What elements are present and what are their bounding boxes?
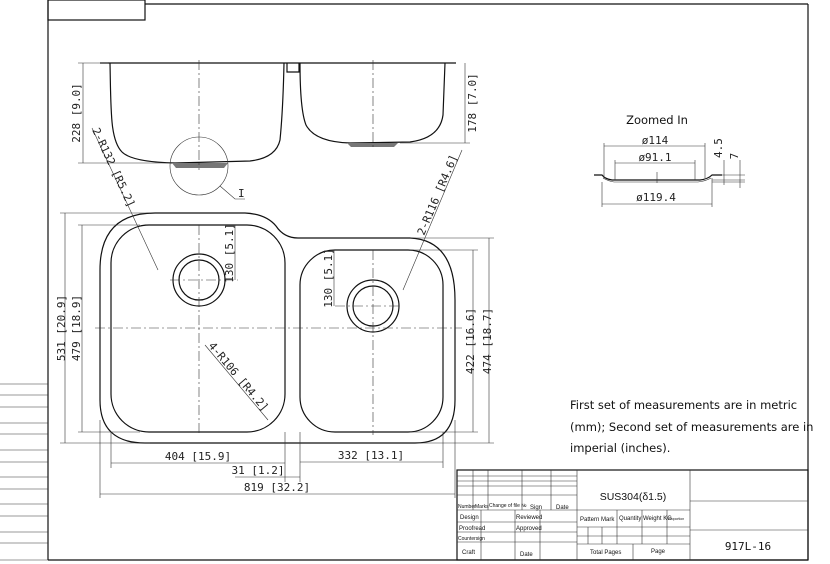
detail-h-small: 4.5 — [712, 138, 725, 158]
detail-h-total: 7 — [728, 153, 741, 160]
tb-marks: Marks — [475, 504, 489, 510]
tb-design: Design — [460, 515, 479, 521]
drawing-frame — [47, 0, 809, 561]
left-bowl — [110, 224, 286, 433]
tb-quantity: Quantity — [619, 516, 641, 522]
note-line-1: First set of measurements are in metric — [570, 398, 797, 412]
drain-offset-right-label: 130 [5.1] — [322, 248, 335, 308]
overall-width-label: 819 [32.2] — [244, 481, 310, 494]
plan-view: 2-R132 [R5.2] 2-R116 [R4.6] 4-R106 [R4.2… — [55, 126, 494, 498]
right-bowl-width-label: 332 [13.1] — [338, 449, 404, 462]
tb-pattern-mark: Pattern Mark — [580, 517, 615, 523]
depth-right-label: 178 [7.0] — [466, 73, 479, 133]
tb-material: SUS304(δ1.5) — [600, 491, 667, 503]
measurement-note: First set of measurements are in metric … — [570, 398, 813, 455]
title-block: Number Marks Change of file № Sign Date … — [456, 469, 809, 561]
detail-d-top: ø114 — [642, 134, 669, 147]
tb-weight: Weight KG — [643, 516, 672, 522]
flange-detail: Zoomed In ø114 ø91.1 ø119.4 4.5 7 — [594, 113, 745, 207]
tb-date: Date — [556, 505, 569, 511]
tb-number: Number — [458, 504, 476, 510]
tb-reviewed: Reviewed — [516, 515, 542, 521]
tb-page: Page — [651, 549, 666, 555]
tb-sign: Sign — [530, 505, 542, 511]
detail-d-outer: ø119.4 — [636, 191, 676, 204]
tb-craft: Craft — [462, 550, 475, 556]
overall-depth-label: 531 [20.9] — [55, 295, 68, 361]
right-bowl — [299, 249, 444, 433]
right-bowl-depth-label: 422 [16.6] — [464, 308, 477, 374]
tb-countersign: Countersign — [458, 536, 485, 542]
tb-proofread: Proofread — [459, 526, 485, 532]
right-outer-depth-label: 474 [18.7] — [481, 308, 494, 374]
detail-d-inner: ø91.1 — [638, 151, 671, 164]
divider-width-label: 31 [1.2] — [232, 464, 285, 477]
side-view: I 228 [9.0] 178 [7.0] — [70, 60, 479, 200]
tb-approved: Approved — [516, 526, 542, 532]
depth-left-label: 228 [9.0] — [70, 83, 83, 143]
detail-title: Zoomed In — [626, 113, 688, 127]
detail-circle — [169, 136, 229, 196]
left-bowl-depth-label: 479 [18.9] — [70, 295, 83, 361]
radius-inner-label: 4-R106 [R4.2] — [206, 340, 271, 414]
margin-lines — [0, 383, 48, 561]
note-line-2: (mm); Second set of measurements are in — [570, 420, 813, 434]
tb-drawing-number: 917L-16 — [725, 540, 771, 553]
tb-proportion: Proportion — [668, 517, 684, 521]
tb-total-pages: Total Pages — [590, 550, 621, 556]
detail-marker: I — [238, 187, 245, 200]
drain-offset-left-label: 130 [5.1] — [223, 223, 236, 283]
left-bowl-width-label: 404 [15.9] — [165, 450, 231, 463]
tb-date2: Date — [520, 552, 533, 558]
radius-right-label: 2-R116 [R4.6] — [415, 153, 461, 237]
radius-left-label: 2-R132 [R5.2] — [89, 126, 137, 210]
tb-change: Change of file № — [489, 503, 527, 509]
note-line-3: imperial (inches). — [570, 441, 670, 455]
